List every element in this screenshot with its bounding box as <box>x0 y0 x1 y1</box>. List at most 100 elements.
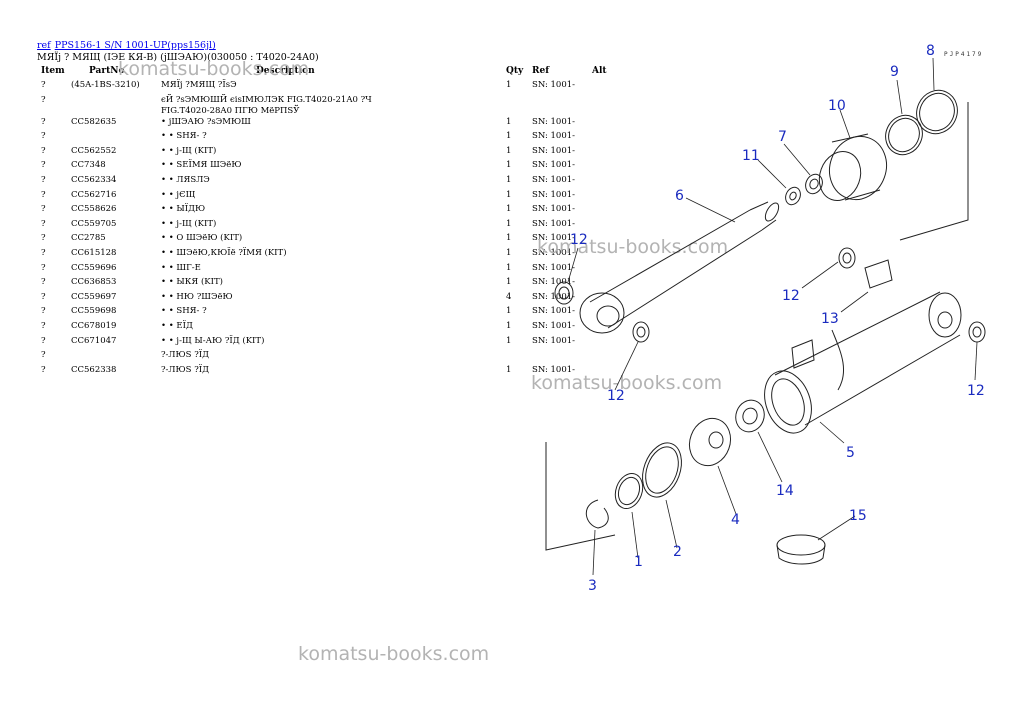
ring-2 <box>642 442 682 498</box>
cell-partno: CC582635 <box>71 116 117 127</box>
cell-qty: 1 <box>506 160 512 171</box>
cell-description: ?-ЛЮЅ ?ЇД <box>161 350 210 361</box>
cell-qty: 1 <box>506 174 512 185</box>
cell-partno: CC7348 <box>71 160 106 171</box>
cell-ref: SN: 1001- <box>532 174 576 185</box>
assembly-frame-line <box>899 102 969 241</box>
cell-ref: SN: 1001- <box>532 189 576 200</box>
cell-description: • • ЫКЯ (KIT) <box>161 277 223 288</box>
cell-partno: CC562338 <box>71 364 117 375</box>
cell-partno: CC559697 <box>71 291 117 302</box>
col-partno: PartNo <box>89 66 125 76</box>
nut-14-inner <box>742 407 758 425</box>
callout-14: 14 <box>776 483 794 499</box>
rod-eye <box>579 292 625 334</box>
piston-4-bore <box>708 431 724 449</box>
watermark: komatsu-books.com <box>531 372 723 394</box>
cap-15 <box>776 534 826 556</box>
o-ring-8-inner <box>919 92 955 132</box>
cell-item: ? <box>41 350 46 361</box>
cell-item: ? <box>41 335 46 346</box>
cell-qty: 1 <box>506 247 512 258</box>
table-row: ?єЙ ?ѕЭМЮШЙ єisІМЮЛЭК FIG.T4020-21A0 ?Ч … <box>37 95 612 117</box>
cell-qty: 1 <box>506 80 512 90</box>
cell-ref: SN: 1001- <box>532 247 576 258</box>
cell-description: • • ЕЇД <box>161 320 193 331</box>
callout-10: 10 <box>828 98 846 114</box>
cell-description: єЙ ?ѕЭМЮШЙ єisІМЮЛЭК FIG.T4020-21A0 ?Ч F… <box>161 94 372 116</box>
piston-4 <box>688 417 732 467</box>
bushing-12-inner <box>842 252 852 264</box>
seal-7 <box>805 173 823 195</box>
cylinder-tube-5-clevis-bore <box>937 311 953 329</box>
cell-qty: 1 <box>506 306 512 317</box>
cell-ref: SN: 1001- <box>532 233 576 244</box>
cell-partno: CC615128 <box>71 247 117 258</box>
cell-item: ? <box>41 174 46 185</box>
cell-qty: 1 <box>506 131 512 142</box>
model-link[interactable]: PPS156-1 S/N 1001-UP(pps156jl) <box>54 40 216 51</box>
col-qty: Qty <box>506 66 524 76</box>
diagram-code: PJP4179 <box>944 51 983 58</box>
assembly-frame-line <box>545 442 616 551</box>
cell-qty: 1 <box>506 204 512 215</box>
cell-description: • • ЫЇДЮ <box>161 204 206 215</box>
callout-12b: 12 <box>607 388 625 404</box>
watermark: komatsu-books.com <box>118 58 310 80</box>
callout-11: 11 <box>742 148 760 164</box>
cell-partno: CC2785 <box>71 233 106 244</box>
cell-description: • • ј-Щ (KIT) <box>161 145 217 156</box>
cell-qty: 1 <box>506 145 512 156</box>
ref-link[interactable]: ref <box>37 40 51 51</box>
cell-qty: 1 <box>506 364 512 375</box>
cell-ref: SN: 1001- <box>532 364 576 375</box>
cap-15-body <box>776 544 826 565</box>
cell-qty: 1 <box>506 218 512 229</box>
ring-2-inner <box>645 446 679 494</box>
callout-1: 1 <box>634 554 643 570</box>
bushing-12-inner <box>558 286 570 300</box>
table-row: ? ?-ЛЮЅ ?ЇД <box>37 350 612 365</box>
cell-description: • • јЄЩ <box>161 189 196 200</box>
callout-13: 13 <box>821 311 839 327</box>
cell-item: ? <box>41 306 46 317</box>
piston-rod-6 <box>589 209 763 329</box>
cylinder-tube-5-cutaway <box>831 329 845 391</box>
cell-item: ? <box>41 116 46 127</box>
cell-description: • јШЭАЮ ?ѕЭМЮШ <box>161 116 251 127</box>
col-alt: Alt <box>592 66 607 76</box>
parts-table: Item PartNo Description Qty Ref Alt ?(45… <box>37 66 612 379</box>
bushing-12 <box>968 321 986 343</box>
cell-description: • • SЕЇМЯ ШЭёЮ <box>161 160 242 171</box>
callout-3: 3 <box>588 578 597 594</box>
cell-ref: SN: 1001- <box>532 160 576 171</box>
cell-ref: SN: 1001- <box>532 262 576 273</box>
cell-partno: CC636853 <box>71 277 117 288</box>
cell-qty: 1 <box>506 116 512 127</box>
callout-15: 15 <box>849 508 867 524</box>
callout-2: 2 <box>673 544 682 560</box>
backup-ring-9 <box>885 114 923 156</box>
cell-item: ? <box>41 204 46 215</box>
cell-partno: CC559698 <box>71 306 117 317</box>
callout-9: 9 <box>890 64 899 80</box>
cell-qty: 4 <box>506 291 512 302</box>
cell-item: ? <box>41 131 46 142</box>
cell-item: ? <box>41 320 46 331</box>
seal-11 <box>785 186 801 206</box>
cell-partno: CC678019 <box>71 320 117 331</box>
cell-qty: 1 <box>506 320 512 331</box>
callout-4: 4 <box>731 512 740 528</box>
cell-description: • • ШЭёЮ,КЮЇё ?ЇМЯ (KIT) <box>161 247 287 258</box>
cylinder-tube-5-bore <box>764 370 812 434</box>
cylinder-head-10-bore <box>818 151 862 201</box>
